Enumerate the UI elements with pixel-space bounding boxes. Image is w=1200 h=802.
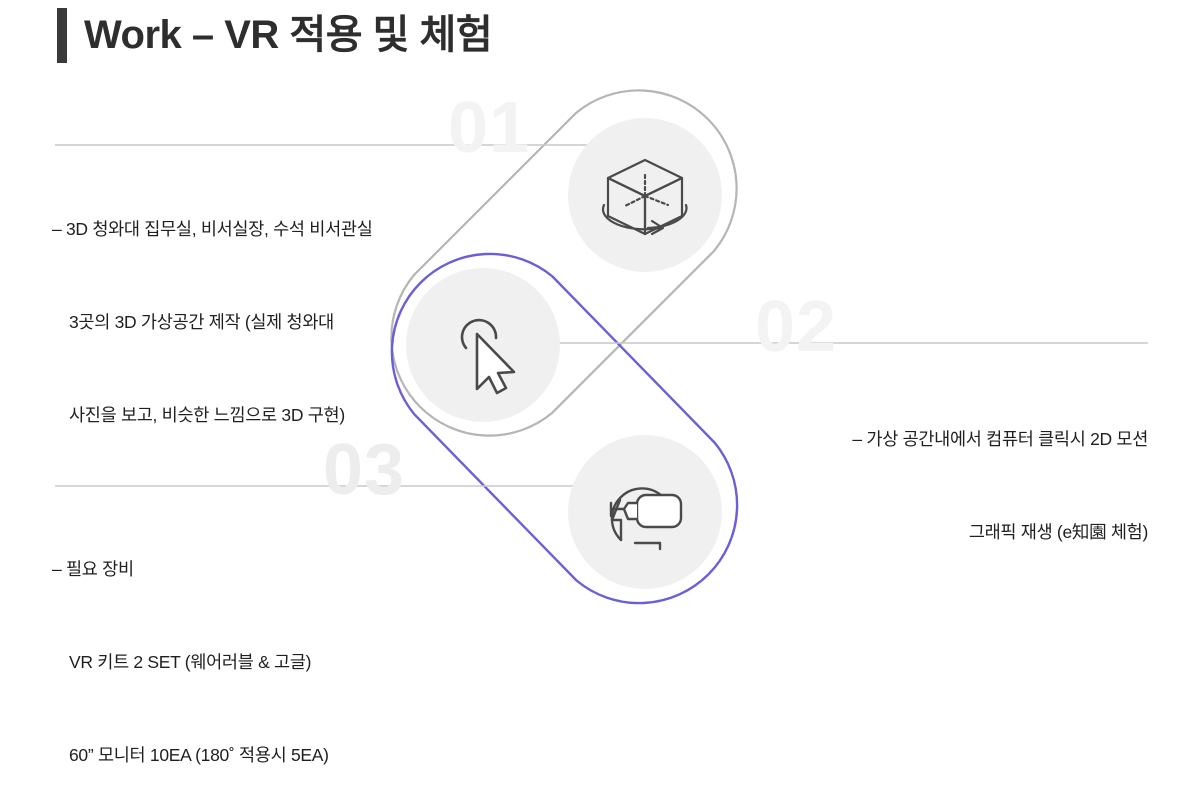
step-01-line-3: 사진을 보고, 비슷한 느낌으로 3D 구현) — [69, 405, 345, 425]
click-cursor-icon — [460, 318, 516, 395]
step-03-line-3: 60” 모니터 10EA (180˚ 적용시 5EA) — [69, 745, 329, 765]
step-02-line-1: – 가상 공간내에서 컴퓨터 클릭시 2D 모션 — [852, 429, 1148, 449]
3d-cube-rotate-icon — [601, 158, 688, 236]
vr-headset-icon — [609, 487, 683, 551]
step-circle-02[interactable] — [406, 268, 560, 422]
step-02-line-2: 그래픽 재생 (e知園 체험) — [968, 522, 1148, 542]
step-number-01: 01 — [448, 88, 531, 168]
step-01-line-1: – 3D 청와대 집무실, 비서실장, 수석 비서관실 — [52, 219, 373, 239]
step-description-01: – 3D 청와대 집무실, 비서실장, 수석 비서관실 3곳의 3D 가상공간 … — [52, 152, 373, 462]
step-number-03: 03 — [323, 430, 406, 510]
step-description-03: – 필요 장비 VR 키트 2 SET (웨어러블 & 고글) 60” 모니터 … — [52, 492, 329, 802]
step-03-line-2: VR 키트 2 SET (웨어러블 & 고글) — [69, 652, 312, 672]
step-03-line-1: – 필요 장비 — [52, 559, 134, 579]
page-title: Work – VR 적용 및 체험 — [84, 13, 493, 57]
title-accent-bar — [57, 8, 67, 63]
step-description-02: – 가상 공간내에서 컴퓨터 클릭시 2D 모션 그래픽 재생 (e知園 체험) — [852, 362, 1148, 579]
step-number-02: 02 — [755, 287, 838, 367]
gray-loop-path — [390, 89, 738, 437]
vr-process-diagram — [55, 89, 1148, 605]
purple-loop-path — [390, 252, 739, 605]
step-circle-03[interactable] — [568, 435, 722, 589]
step-01-line-2: 3곳의 3D 가상공간 제작 (실제 청와대 — [69, 312, 334, 332]
step-circle-01[interactable] — [568, 118, 722, 272]
